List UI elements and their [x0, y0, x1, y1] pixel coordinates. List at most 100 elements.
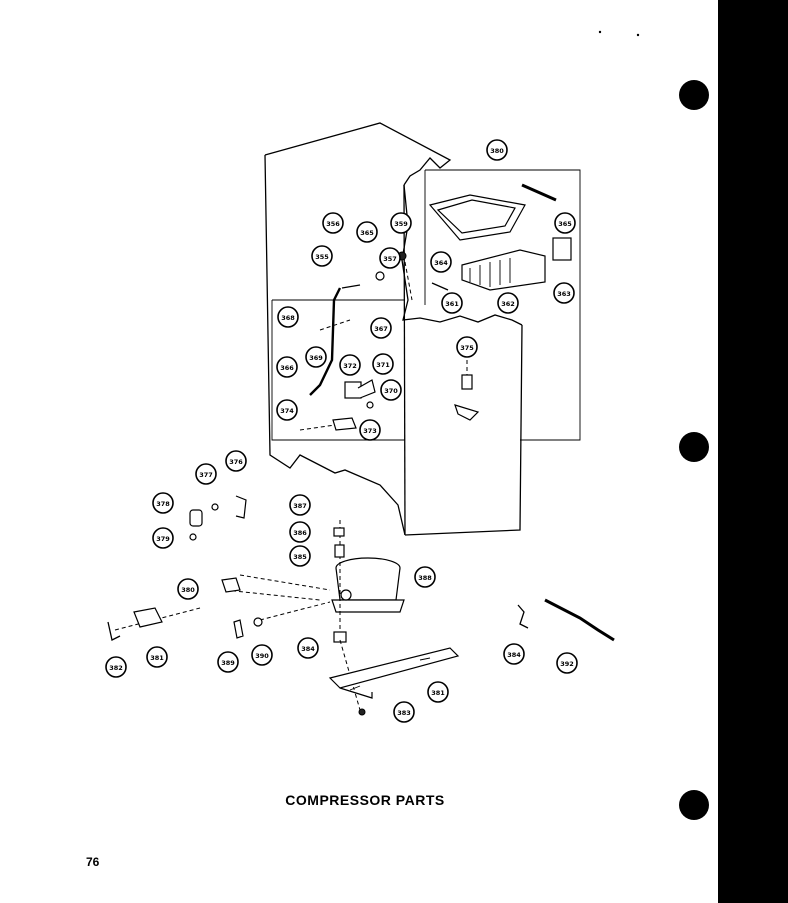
callout-375: 375 [456, 336, 478, 358]
svg-text:363: 363 [557, 290, 571, 298]
svg-text:357: 357 [383, 255, 397, 263]
callout-378: 378 [152, 492, 174, 514]
callout-362: 362 [497, 292, 519, 314]
svg-text:364: 364 [434, 259, 448, 267]
callout-356: 356 [322, 212, 344, 234]
cover-plate [552, 237, 572, 261]
svg-text:389: 389 [221, 659, 235, 667]
clip-382 [107, 621, 121, 641]
callout-373: 373 [359, 419, 381, 441]
svg-text:387: 387 [293, 502, 307, 510]
punch-hole-top [679, 80, 709, 110]
callout-390: 390 [251, 644, 273, 666]
svg-text:372: 372 [343, 362, 357, 370]
callout-361: 361 [441, 292, 463, 314]
svg-text:376: 376 [229, 458, 243, 466]
callout-364: 364 [430, 251, 452, 273]
callout-369: 369 [305, 346, 327, 368]
callout-372: 372 [339, 354, 361, 376]
callout-367: 367 [370, 317, 392, 339]
svg-text:365: 365 [558, 220, 572, 228]
svg-text:379: 379 [156, 535, 170, 543]
callout-380b: 380 [177, 578, 199, 600]
svg-text:374: 374 [280, 407, 294, 415]
svg-text:366: 366 [280, 364, 294, 372]
clip-384 [517, 604, 529, 629]
callout-357: 357 [379, 247, 401, 269]
clip-389 [233, 619, 244, 639]
svg-text:356: 356 [326, 220, 340, 228]
clip-parts [189, 495, 247, 541]
scan-speck [598, 30, 602, 34]
callout-365b: 365 [554, 212, 576, 234]
svg-text:384: 384 [301, 645, 315, 653]
callout-359: 359 [390, 212, 412, 234]
callout-379: 379 [152, 527, 174, 549]
callout-374: 374 [276, 399, 298, 421]
svg-text:362: 362 [501, 300, 515, 308]
callout-387: 387 [289, 494, 311, 516]
callout-377: 377 [195, 463, 217, 485]
svg-text:383: 383 [397, 709, 411, 717]
svg-text:359: 359 [394, 220, 408, 228]
callout-355: 355 [311, 245, 333, 267]
callout-381b: 381 [427, 681, 449, 703]
fill-tube-short [431, 282, 449, 291]
svg-text:371: 371 [376, 361, 390, 369]
svg-text:381: 381 [431, 689, 445, 697]
diagram-caption: COMPRESSOR PARTS [285, 792, 445, 808]
callout-363: 363 [553, 282, 575, 304]
cabinet-outline [264, 122, 523, 536]
callout-385: 385 [289, 545, 311, 567]
svg-text:378: 378 [156, 500, 170, 508]
svg-text:375: 375 [460, 344, 474, 352]
svg-text:367: 367 [374, 325, 388, 333]
svg-text:385: 385 [293, 553, 307, 561]
svg-text:377: 377 [199, 471, 213, 479]
svg-text:369: 369 [309, 354, 323, 362]
svg-text:368: 368 [281, 314, 295, 322]
callout-381: 381 [146, 646, 168, 668]
compressor [331, 557, 405, 613]
svg-text:392: 392 [560, 660, 574, 668]
callout-382: 382 [105, 656, 127, 678]
callout-388: 388 [414, 566, 436, 588]
callout-384: 384 [297, 637, 319, 659]
svg-text:380: 380 [181, 586, 195, 594]
svg-text:373: 373 [363, 427, 377, 435]
svg-text:390: 390 [255, 652, 269, 660]
scan-speck [636, 33, 640, 37]
callout-366: 366 [276, 356, 298, 378]
svg-text:361: 361 [445, 300, 459, 308]
screw-383 [358, 708, 366, 716]
svg-text:355: 355 [315, 253, 329, 261]
base-rail [328, 647, 460, 699]
callout-370: 370 [380, 379, 402, 401]
grommet [375, 271, 385, 281]
callout-392: 392 [556, 652, 578, 674]
icemaker-box [271, 169, 581, 441]
svg-text:382: 382 [109, 664, 123, 672]
valve-assembly [299, 319, 376, 431]
callout-365: 365 [356, 221, 378, 243]
bracket-380 [221, 577, 241, 593]
svg-text:386: 386 [293, 529, 307, 537]
water-tube [309, 287, 342, 396]
svg-text:384: 384 [507, 651, 521, 659]
clip-390 [253, 617, 263, 627]
icemaker-mechanism [461, 249, 546, 291]
callout-371: 371 [372, 353, 394, 375]
svg-text:365: 365 [360, 229, 374, 237]
svg-text:380: 380 [490, 147, 504, 155]
svg-text:388: 388 [418, 574, 432, 582]
bracket-355 [341, 284, 361, 289]
svg-text:381: 381 [150, 654, 164, 662]
punch-hole-middle [679, 432, 709, 462]
callout-389: 389 [217, 651, 239, 673]
svg-text:370: 370 [384, 387, 398, 395]
fill-valve-fitting [454, 360, 480, 421]
strap-392 [544, 598, 615, 642]
page-number: 76 [86, 855, 100, 869]
callout-376: 376 [225, 450, 247, 472]
